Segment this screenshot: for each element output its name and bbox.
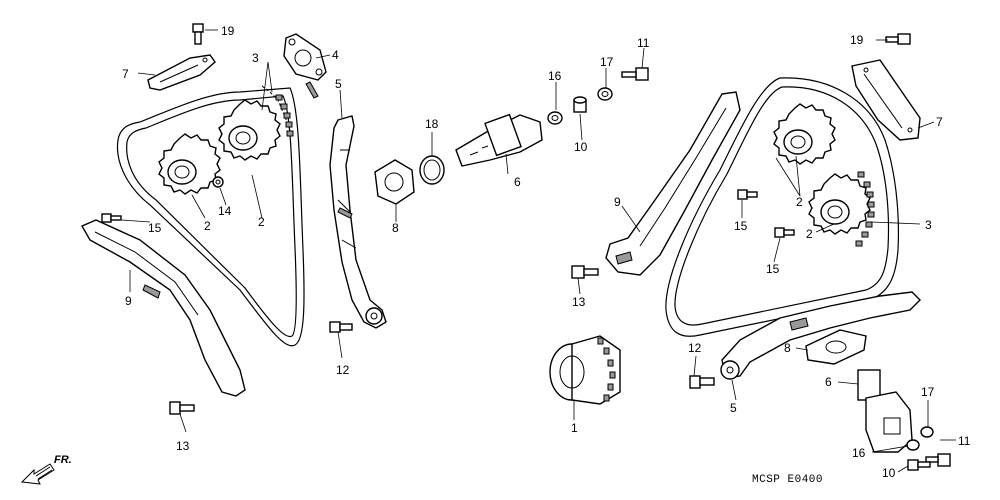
chain-guide-top-left bbox=[147, 54, 216, 91]
callout-3-left: 3 bbox=[252, 51, 259, 65]
crank-sprocket-1 bbox=[549, 335, 621, 405]
bolt-12-right bbox=[689, 375, 715, 389]
cam-chain-right-inner bbox=[674, 86, 890, 326]
callout-2-right-a: 2 bbox=[796, 195, 803, 209]
washer-16-right bbox=[906, 439, 920, 451]
chain-guide-left bbox=[81, 219, 246, 397]
cam-chain-left-inner bbox=[126, 95, 297, 338]
gasket-8-right bbox=[805, 329, 867, 365]
callout-5-right: 5 bbox=[730, 401, 737, 415]
bolt-13-right bbox=[571, 265, 599, 279]
washer-17-right bbox=[920, 426, 934, 438]
callout-19-left: 19 bbox=[221, 24, 235, 38]
gasket-8-left bbox=[374, 159, 415, 205]
sprocket-chain-links-left bbox=[275, 94, 294, 137]
cam-sprocket-left-upper bbox=[218, 99, 281, 161]
bolt-10-right bbox=[907, 459, 931, 471]
plate-4 bbox=[283, 33, 327, 99]
chain-guide-top-right bbox=[851, 59, 921, 141]
callout-13-left: 13 bbox=[176, 439, 190, 453]
callout-8-right: 8 bbox=[784, 341, 791, 355]
callout-9-right: 9 bbox=[614, 195, 621, 209]
callout-2-left-a: 2 bbox=[204, 219, 211, 233]
callout-15-right-b: 15 bbox=[766, 262, 780, 276]
callout-16-right: 16 bbox=[852, 446, 866, 460]
callout-19-right: 19 bbox=[850, 33, 864, 47]
callout-17-right: 17 bbox=[921, 385, 935, 399]
cam-sprocket-left-lower bbox=[158, 133, 221, 195]
callout-3-right: 3 bbox=[925, 218, 932, 232]
cam-sprocket-right-lower bbox=[808, 173, 871, 235]
leader-lines bbox=[121, 29, 956, 473]
cam-chain-left bbox=[116, 87, 305, 347]
callout-16-left: 16 bbox=[548, 69, 562, 83]
front-label: FR. bbox=[54, 454, 72, 466]
front-direction-indicator: FR. bbox=[20, 454, 72, 485]
callout-11-right: 11 bbox=[958, 434, 971, 448]
tensioner-lifter-right bbox=[857, 369, 913, 453]
callout-2-left-b: 2 bbox=[258, 215, 265, 229]
callout-12-right: 12 bbox=[688, 341, 702, 355]
callout-15-right-a: 15 bbox=[734, 219, 748, 233]
callout-7-right: 7 bbox=[936, 115, 943, 129]
callout-1: 1 bbox=[571, 421, 578, 435]
nut-14 bbox=[212, 176, 224, 188]
callout-12-left: 12 bbox=[336, 363, 350, 377]
cam-sprocket-right-upper bbox=[773, 103, 836, 165]
callout-15-left: 15 bbox=[148, 221, 162, 235]
bolt-15-right-lower bbox=[774, 227, 795, 238]
bolt-15-left bbox=[101, 213, 122, 223]
callout-4: 4 bbox=[332, 48, 339, 62]
bolt-15-right-upper bbox=[737, 189, 758, 200]
callout-18: 18 bbox=[425, 117, 439, 131]
callout-11-left: 11 bbox=[637, 36, 650, 50]
bolt-11-left bbox=[621, 67, 649, 81]
bolt-11-right bbox=[925, 453, 951, 467]
callout-17-left: 17 bbox=[600, 55, 614, 69]
callout-6-right: 6 bbox=[825, 375, 832, 389]
o-ring-18 bbox=[419, 155, 445, 185]
bolt-13-left bbox=[169, 401, 195, 415]
callout-6-left: 6 bbox=[514, 175, 521, 189]
tensioner-arm-right bbox=[720, 291, 921, 380]
callout-10-right: 10 bbox=[882, 466, 896, 480]
callout-9-left: 9 bbox=[125, 294, 132, 308]
bolt-19-left bbox=[192, 23, 204, 45]
tensioner-lifter-left bbox=[455, 113, 543, 167]
bolt-12-left bbox=[329, 321, 353, 333]
tensioner-arm-left bbox=[329, 115, 387, 329]
washer-16-left bbox=[547, 111, 563, 125]
bolt-19-right bbox=[885, 33, 911, 45]
callout-8-left: 8 bbox=[392, 221, 399, 235]
sprocket-chain-links-right bbox=[855, 171, 875, 247]
callout-14: 14 bbox=[218, 204, 232, 218]
callout-13-right: 13 bbox=[572, 295, 586, 309]
callout-2-right-b: 2 bbox=[806, 227, 813, 241]
callout-10-left: 10 bbox=[574, 140, 588, 154]
bolt-10-left bbox=[573, 96, 587, 113]
chain-guide-right bbox=[605, 91, 741, 276]
callout-7-left: 7 bbox=[122, 67, 129, 81]
washer-17-left bbox=[597, 87, 613, 101]
diagram-code: MCSP E0400 bbox=[752, 474, 823, 486]
callout-5-left: 5 bbox=[335, 77, 342, 91]
